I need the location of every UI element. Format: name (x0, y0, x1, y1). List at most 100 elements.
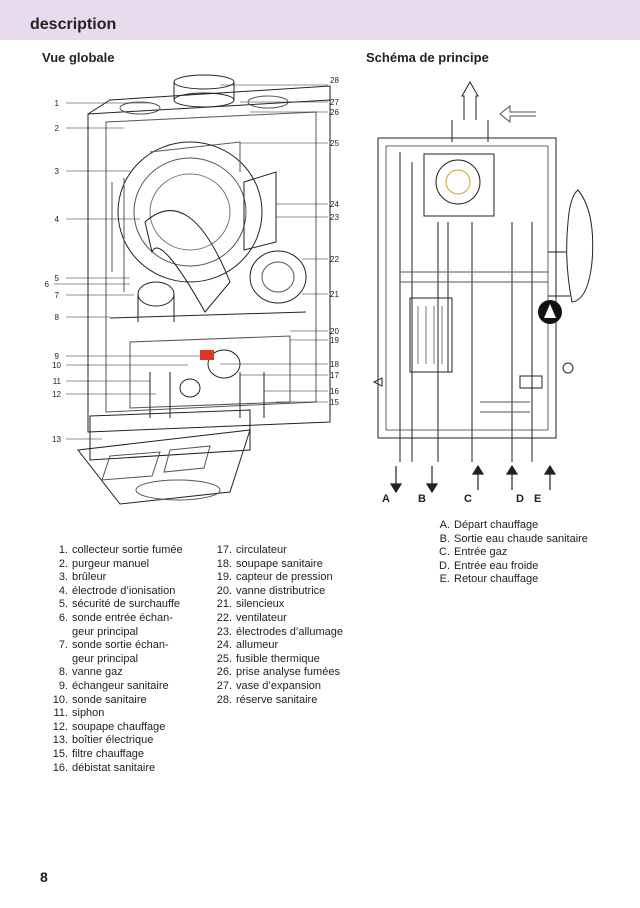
legend-item-number: 5. (58, 598, 68, 611)
legend-item-number (42, 626, 72, 640)
legend-item-number: 2. (58, 557, 68, 570)
legend-item: 12.soupape chauffage (42, 721, 200, 735)
legend-item-text: électrodes d’allumage (236, 625, 344, 638)
page-title: description (30, 16, 117, 33)
legend-item: B. Sortie eau chaude sanitaire (428, 533, 618, 547)
legend-item: 2. purgeur manuel (42, 558, 200, 572)
figure-number-27: 27 (330, 98, 339, 107)
legend-item: A.Départ chauffage (428, 519, 618, 533)
legend-item-number: D. (439, 559, 450, 572)
legend-item-number (42, 653, 72, 667)
outlet-letter-a: A (382, 493, 390, 505)
legend-item-text: réserve sanitaire (236, 693, 318, 706)
legend-item: 16. débistat sanitaire (42, 762, 200, 776)
header-band (0, 0, 640, 40)
legend-item: 15.filtre chauffage (42, 748, 200, 762)
legend-item: 11.siphon (42, 707, 200, 721)
legend-item-text: capteur de pression (236, 571, 333, 584)
legend-item-number: 11. (53, 707, 68, 720)
boiler-overview-figure: 1 2 3 4 5 6 7 8 9 10 11 12 13 28 27 26 2… (45, 74, 339, 505)
outlet-letter-c: C (464, 493, 472, 505)
legend-item-number: 4. (58, 584, 68, 597)
legend-item-text: Sortie eau chaude sanitaire (454, 532, 588, 545)
figure-number-3: 3 (55, 167, 60, 176)
legend-item: 13.boîtier électrique (42, 734, 200, 748)
legend-item: 5. sécurité de surchauffe (42, 598, 200, 612)
legend-item-number: B. (439, 532, 450, 545)
legend-item-text: vanne distributrice (236, 584, 326, 597)
legend-item: 20.vanne distributrice (206, 585, 366, 599)
legend-item-number: 27. (216, 679, 232, 692)
outlet-letter-b: B (418, 493, 426, 505)
legend-item: 27. vase d’expansion (206, 680, 366, 694)
figure-number-22: 22 (330, 255, 339, 264)
legend-item: 6. sonde entrée échan- (42, 612, 200, 626)
legend-item-text: sonde entrée échan- (72, 611, 173, 624)
legend-item-number: 26. (216, 666, 232, 679)
legend-item-text: soupape sanitaire (236, 557, 323, 570)
figure-number-11: 11 (53, 377, 62, 386)
legend-item: 8.vanne gaz (42, 666, 200, 680)
figure-number-16: 16 (330, 387, 339, 396)
legend-item-text: circulateur (236, 544, 287, 556)
legend-item-text: échangeur sanitaire (72, 679, 169, 692)
legend-item-text: purgeur manuel (72, 557, 150, 570)
legend-item: 19.capteur de pression (206, 571, 366, 585)
legend-item-text: silencieux (236, 598, 285, 611)
legend-item: 22.ventilateur (206, 612, 366, 626)
figure-number-5: 5 (55, 274, 60, 283)
legend-item-text: électrode d’ionisation (72, 584, 176, 597)
legend-item: 4. électrode d’ionisation (42, 585, 200, 599)
legend-item-text: Entrée gaz (454, 546, 508, 559)
legend-item-number: 23. (216, 625, 232, 638)
legend-item: 28. réserve sanitaire (206, 694, 366, 708)
legend-item: 17. circulateur (206, 544, 366, 558)
figure-number-28: 28 (330, 76, 339, 85)
legend-item: 23. électrodes d’allumage (206, 626, 366, 640)
legend-item-text: prise analyse fumées (236, 666, 340, 679)
legend-item-text: geur principal (72, 652, 139, 665)
legend-item-number: 17. (216, 544, 232, 556)
legend-item-text: fusible thermique (236, 652, 320, 665)
figure-number-17: 17 (330, 371, 339, 380)
figure-number-7: 7 (55, 291, 60, 300)
figure-number-24: 24 (330, 200, 339, 209)
legend-item-number: 12. (52, 720, 68, 733)
figure-number-8: 8 (55, 313, 60, 322)
figure-number-2: 2 (55, 124, 60, 133)
figure-number-10: 10 (52, 361, 61, 370)
legend-item-text: vase d’expansion (236, 679, 322, 692)
legend-item-number: E. (439, 573, 450, 586)
legend-item-number: 3. (58, 571, 68, 584)
legend-item-number: 6. (58, 611, 68, 624)
legend-item-number: 13. (52, 734, 68, 747)
legend-item-text: Entrée eau froide (454, 559, 539, 572)
figure-number-12: 12 (52, 390, 61, 399)
legend-item: E.Retour chauffage (428, 573, 618, 587)
legend-item-number: 28. (216, 693, 232, 706)
legend-item-number: 9. (58, 679, 68, 692)
legend-item-number: 25. (216, 652, 232, 665)
figure-number-26: 26 (330, 108, 339, 117)
legend-item-number: 18. (216, 557, 232, 570)
legend-item-number: 22. (216, 611, 232, 624)
legend-item: 3.brûleur (42, 571, 200, 585)
legend-item: 25. fusible thermique (206, 653, 366, 667)
legend-item: 9. échangeur sanitaire (42, 680, 200, 694)
legend-item: C.Entrée gaz (428, 546, 618, 560)
figure-number-1: 1 (55, 99, 60, 108)
legend-item-number: 16. (52, 761, 68, 774)
figure-number-15: 15 (330, 398, 339, 407)
outlet-letter-e: E (534, 493, 541, 505)
legend-item-text: allumeur (236, 639, 279, 652)
legend-item-number: 24. (216, 639, 232, 652)
legend-item-number: 8. (58, 666, 68, 679)
figure-number-4: 4 (55, 215, 60, 224)
figure-number-23: 23 (330, 213, 339, 222)
figure-number-9: 9 (55, 352, 60, 361)
principle-schematic-figure: A B C D E (372, 80, 594, 505)
legend-item-text: sécurité de surchauffe (72, 598, 181, 611)
legend-item-text: débistat sanitaire (72, 761, 156, 774)
